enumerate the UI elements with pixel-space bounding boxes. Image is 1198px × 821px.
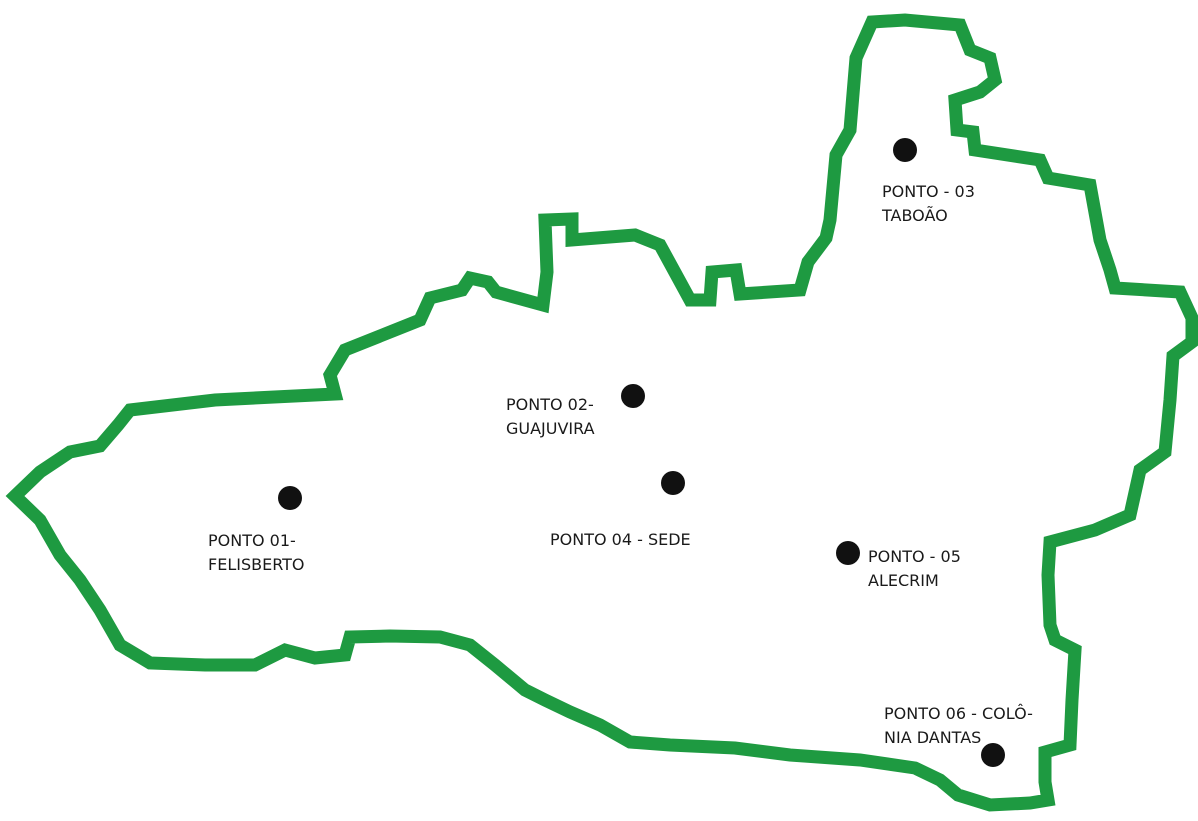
point-label-p04-line-1: PONTO 04 - SEDE bbox=[550, 530, 691, 549]
sampling-point-p05: PONTO - 05 ALECRIM bbox=[836, 541, 961, 590]
point-label-p01-line-2: FELISBERTO bbox=[208, 555, 305, 574]
point-label-p03-line-1: PONTO - 03 bbox=[882, 182, 975, 201]
point-label-p03-line-2: TABOÃO bbox=[881, 206, 948, 225]
sampling-point-p06: PONTO 06 - COLÔ- NIA DANTAS bbox=[884, 704, 1033, 767]
point-label-p05-line-1: PONTO - 05 bbox=[868, 547, 961, 566]
sampling-point-p03: PONTO - 03 TABOÃO bbox=[881, 138, 975, 225]
municipal-boundary bbox=[5, 13, 1198, 812]
point-label-p02-line-1: PONTO 02- bbox=[506, 395, 594, 414]
point-label-p06-line-1: PONTO 06 - COLÔ- bbox=[884, 704, 1033, 723]
point-label-p02-line-2: GUAJUVIRA bbox=[506, 419, 595, 438]
point-marker-p04 bbox=[661, 471, 685, 495]
point-label-p05-line-2: ALECRIM bbox=[868, 571, 939, 590]
point-label-p01-line-1: PONTO 01- bbox=[208, 531, 296, 550]
point-label-p06-line-2: NIA DANTAS bbox=[884, 728, 981, 747]
sampling-point-p02: PONTO 02- GUAJUVIRA bbox=[506, 384, 645, 438]
point-marker-p06 bbox=[981, 743, 1005, 767]
sampling-point-p01: PONTO 01- FELISBERTO bbox=[208, 486, 305, 574]
point-marker-p05 bbox=[836, 541, 860, 565]
point-marker-p02 bbox=[621, 384, 645, 408]
point-marker-p03 bbox=[893, 138, 917, 162]
sampling-point-p04: PONTO 04 - SEDE bbox=[550, 471, 691, 549]
point-marker-p01 bbox=[278, 486, 302, 510]
